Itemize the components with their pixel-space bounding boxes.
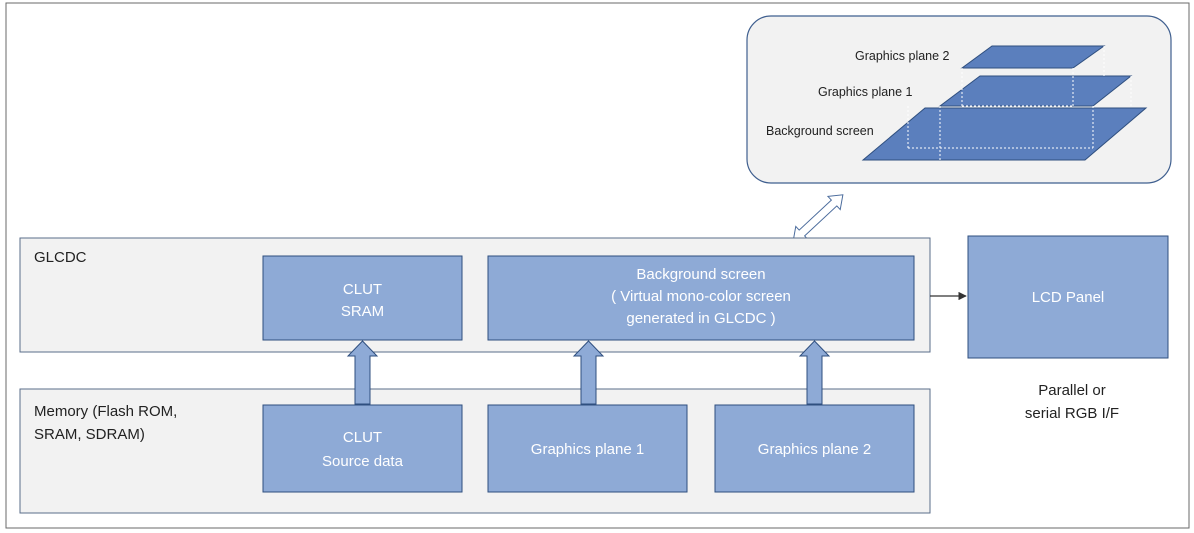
clut-source-line1: CLUT — [343, 429, 382, 446]
clut-sram-line2: SRAM — [341, 303, 384, 320]
clut-source-data-block — [262, 404, 463, 493]
interface-label-line2: serial RGB I/F — [1025, 405, 1119, 422]
inset-label-graphics-plane-1: Graphics plane 1 — [818, 85, 913, 99]
background-screen-line1: Background screen — [636, 266, 765, 283]
glcdc-label: GLCDC — [34, 249, 87, 266]
glcdc-container: GLCDC CLUT SRAM Background screen ( Virt… — [19, 237, 931, 353]
memory-label-line1: Memory (Flash ROM, — [34, 403, 177, 420]
background-screen-line3: generated in GLCDC ) — [626, 310, 775, 327]
arrow-plane1-to-glcdc — [572, 340, 605, 405]
inset-label-background-screen: Background screen — [766, 124, 874, 138]
memory-label-line2: SRAM, SDRAM) — [34, 426, 145, 443]
inset-label-graphics-plane-2: Graphics plane 2 — [855, 49, 950, 63]
inset-background-plane — [861, 107, 1148, 161]
layer-stack-inset: Graphics plane 2 Graphics plane 1 Backgr… — [746, 15, 1172, 184]
arrow-clut-to-sram — [346, 340, 379, 405]
clut-source-line2: Source data — [322, 453, 404, 470]
memory-container: Memory (Flash ROM, SRAM, SDRAM) CLUT Sou… — [19, 388, 931, 514]
clut-sram-line1: CLUT — [343, 281, 382, 298]
graphics-plane-2-block — [714, 404, 915, 493]
lcd-panel-label: LCD Panel — [1032, 289, 1105, 306]
background-screen-block — [487, 255, 915, 341]
arrow-plane2-to-glcdc — [798, 340, 831, 405]
clut-sram-block — [262, 255, 463, 341]
lcd-panel-block — [967, 235, 1169, 359]
inset-guide-lines — [907, 46, 1132, 160]
inset-link-arrow — [792, 194, 844, 242]
background-screen-line2: ( Virtual mono-color screen — [611, 288, 791, 305]
interface-label-line1: Parallel or — [1038, 382, 1106, 399]
data-flow-arrows — [346, 340, 831, 405]
graphics-plane-1-block — [487, 404, 688, 493]
graphics-plane-1-label: Graphics plane 1 — [531, 441, 644, 458]
graphics-plane-2-label: Graphics plane 2 — [758, 441, 871, 458]
